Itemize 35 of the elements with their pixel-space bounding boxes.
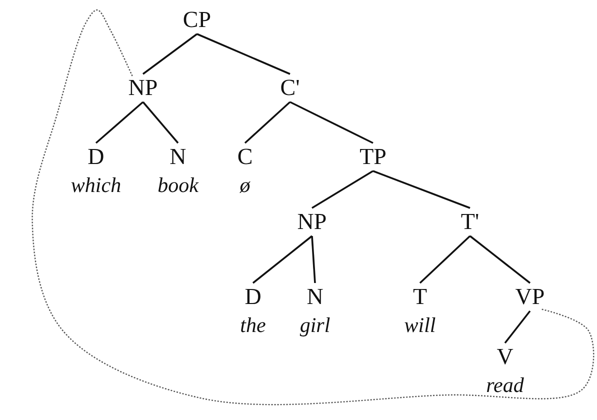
tree-branch [196, 33, 290, 75]
category-label: T' [460, 210, 480, 234]
word-label: read [486, 373, 524, 397]
category-label: D [86, 145, 106, 169]
tree-branch [419, 235, 471, 284]
tree-branch [469, 235, 531, 284]
category-label: C [237, 145, 253, 169]
word-label: which [70, 173, 122, 197]
category-label: T [412, 285, 428, 309]
tree-branch [372, 170, 470, 209]
word-label: ø [238, 173, 252, 197]
category-label: C' [280, 76, 300, 100]
category-label: VP [515, 285, 545, 309]
category-label: TP [360, 145, 386, 169]
category-label: N [306, 285, 324, 309]
category-label: NP [128, 76, 158, 100]
category-label: NP [297, 210, 327, 234]
tree-branch [290, 101, 374, 144]
tree-branch [312, 170, 374, 209]
category-label: D [244, 285, 262, 309]
word-label: book [158, 173, 198, 197]
category-label: N [168, 145, 188, 169]
tree-branch [311, 236, 316, 284]
word-label: will [404, 313, 436, 337]
movement-line [32, 9, 594, 406]
tree-branch [142, 101, 179, 144]
word-label: girl [300, 313, 330, 337]
tree-branch [504, 310, 531, 344]
category-label: CP [182, 8, 212, 32]
tree-branch [142, 33, 198, 75]
category-label: V [496, 345, 514, 369]
tree-branch [95, 101, 144, 144]
word-label: the [240, 313, 266, 337]
tree-branch [252, 235, 313, 284]
tree-branch [244, 101, 291, 144]
